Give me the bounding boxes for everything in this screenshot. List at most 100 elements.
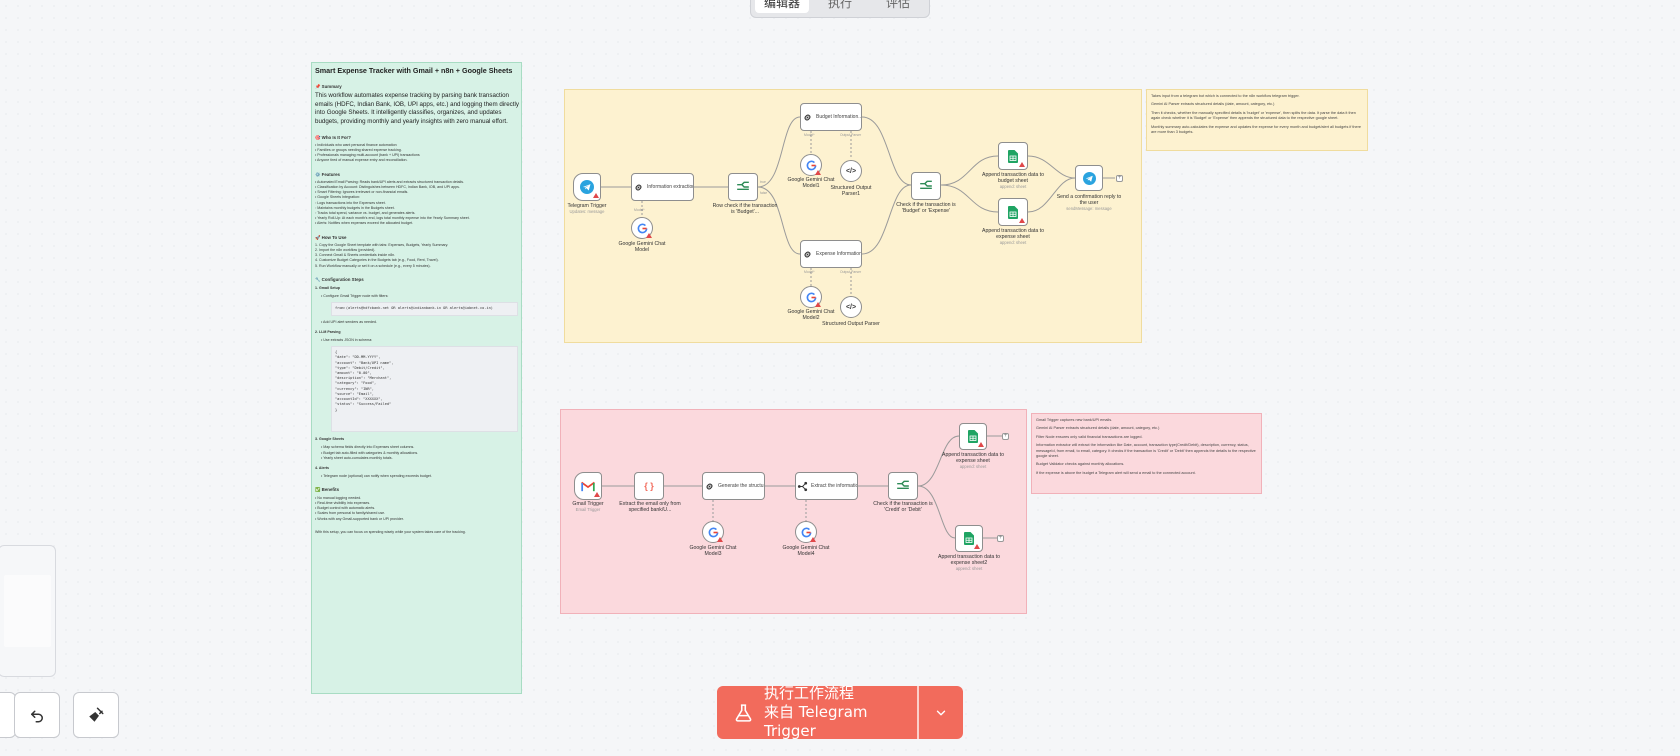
warning-icon bbox=[1019, 162, 1025, 167]
expense-information-node[interactable]: Expense Information... bbox=[800, 240, 862, 268]
gmail-flow-desc-note[interactable]: Gmail Trigger captures new bank/UPI emai… bbox=[1031, 413, 1262, 494]
feature-item: • Classification by Account: Distinguish… bbox=[315, 185, 460, 189]
tab-executions[interactable]: 执行 bbox=[827, 0, 852, 10]
warning-icon bbox=[593, 193, 599, 198]
extract-email-caption: Extract the email only from specified ba… bbox=[619, 501, 681, 514]
code-icon: { } bbox=[644, 481, 654, 491]
node-label: Information extraction fro... bbox=[647, 184, 693, 190]
node-sublabel: append: sheet bbox=[959, 464, 987, 470]
how-item: 2. Import the n8n workflow (provided). bbox=[315, 248, 376, 253]
telegram-flow-desc-note[interactable]: Takes input from a telegram bot which is… bbox=[1146, 89, 1368, 151]
benefit-item: • Works with any Gmail-supported bank or… bbox=[315, 516, 404, 521]
code-line: "date": "DD-MM-YYYY", bbox=[335, 355, 381, 360]
telegram-icon bbox=[1082, 171, 1096, 185]
who-heading: 🎯 Who Is It For? bbox=[315, 134, 351, 140]
summary-heading: 📌 Summary bbox=[315, 84, 342, 89]
config-gmail-item: • Configure Gmail Trigger node with filt… bbox=[321, 294, 389, 299]
undo-icon bbox=[31, 710, 43, 723]
switch-icon bbox=[737, 181, 749, 191]
add-node-button[interactable]: + bbox=[1116, 175, 1123, 182]
feature-item: • Smart Filtering: Ignores irrelevant or… bbox=[315, 190, 409, 195]
how-item: 5. Run Workflow manually or set it on a … bbox=[315, 263, 431, 268]
warning-icon bbox=[594, 492, 600, 497]
information-extraction-node[interactable]: Information extraction fro... bbox=[631, 173, 694, 201]
broom-icon bbox=[89, 707, 104, 722]
output-parser-node[interactable]: </> bbox=[840, 296, 862, 318]
run-options-dropdown[interactable] bbox=[919, 686, 963, 739]
code-line: "source": "Email", bbox=[335, 391, 374, 396]
node-label: Expense Information... bbox=[816, 251, 861, 257]
gmail-flow-desc: Gmail Trigger captures new bank/UPI emai… bbox=[1032, 414, 1261, 480]
note-line: Budget Validator checks against monthly … bbox=[1036, 462, 1125, 467]
who-item: • Individuals who want personal finance … bbox=[315, 142, 397, 147]
clear-execution-button[interactable] bbox=[73, 692, 119, 738]
generate-structured-node[interactable]: Generate the structured dat... bbox=[702, 472, 765, 500]
append-expense2-caption: Append transaction data to expense sheet… bbox=[934, 554, 1004, 573]
port-label: true bbox=[760, 180, 766, 184]
output-parser1-node[interactable]: </> bbox=[840, 160, 862, 182]
benefits-heading: ✅ Benefits bbox=[315, 487, 340, 493]
warning-icon bbox=[1019, 218, 1025, 223]
node-label: Append transaction data to expense sheet bbox=[981, 228, 1044, 241]
node-label: Telegram Trigger bbox=[567, 203, 607, 209]
conn-expense-to-send bbox=[1027, 177, 1076, 213]
config-llm-heading: 2. LLM Parsing bbox=[315, 329, 341, 334]
run-workflow-main[interactable]: 执行工作流程 来自 Telegram Trigger bbox=[717, 686, 917, 739]
note-line: Filter Node ensures only valid financial… bbox=[1036, 434, 1143, 439]
node-label: Append transaction data to expense sheet… bbox=[937, 554, 1000, 567]
code-line: "description": "Merchant", bbox=[335, 376, 392, 381]
gmail-flow-group-note[interactable] bbox=[560, 409, 1027, 614]
run-workflow-button[interactable]: 执行工作流程 来自 Telegram Trigger bbox=[717, 686, 963, 739]
budget-information-node[interactable]: Budget Information... bbox=[800, 103, 862, 131]
conn-check-to-append-budget bbox=[940, 155, 999, 186]
run-workflow-label: 执行工作流程 bbox=[764, 686, 855, 702]
code-line: } bbox=[335, 407, 338, 412]
google-g-icon bbox=[637, 223, 647, 233]
link-icon bbox=[801, 248, 813, 260]
llm-schema-code: { "date": "DD-MM-YYYY", "account": "Bank… bbox=[331, 346, 518, 433]
check-budget-expense-caption: Check if the transaction is 'Budget' or … bbox=[896, 202, 956, 215]
switch-icon bbox=[920, 180, 932, 190]
node-label: Append transaction data to expense sheet bbox=[941, 452, 1004, 465]
node-sublabel: append: sheet bbox=[999, 184, 1027, 190]
how-item: 3. Connect Gmail & Sheets credentials in… bbox=[315, 253, 396, 258]
node-label: Send a confirmation reply to the user bbox=[1056, 194, 1122, 207]
google-g-icon bbox=[801, 527, 811, 537]
code-icon: </> bbox=[845, 167, 857, 175]
row-check-switch-node[interactable] bbox=[728, 173, 758, 201]
conn-check-to-append-top bbox=[917, 435, 960, 487]
append-expense-top-caption: Append transaction data to expense sheet… bbox=[938, 452, 1008, 471]
check-budget-expense-node[interactable] bbox=[911, 172, 941, 200]
config-sheets-item: • Yearly sheet auto-cumulates monthly to… bbox=[321, 455, 393, 460]
code-line: { bbox=[335, 350, 338, 355]
node-sublabel: append: sheet bbox=[955, 566, 983, 572]
feature-item: • Automated Email Parsing: Reads bank/UP… bbox=[315, 179, 465, 184]
note-line: If the expense is above the budget a Tel… bbox=[1036, 470, 1196, 475]
who-item: • Anyone tired of manual expense entry a… bbox=[315, 158, 408, 163]
telegram-flow-desc: Takes input from a telegram bot which is… bbox=[1147, 90, 1367, 139]
summary-text: This workflow automates expense tracking… bbox=[315, 92, 519, 125]
feature-item: • Yearly Roll-Up: At each month's end, l… bbox=[315, 216, 470, 221]
check-credit-debit-node[interactable] bbox=[888, 472, 918, 500]
undo-button[interactable] bbox=[14, 692, 60, 738]
code-line: "category": "Food", bbox=[335, 381, 377, 386]
benefit-item: • No manual logging needed. bbox=[315, 495, 362, 500]
extract-information-node[interactable]: Extract the information an... bbox=[795, 472, 858, 500]
google-g-icon bbox=[806, 292, 816, 302]
add-node-button[interactable]: + bbox=[1002, 433, 1009, 440]
tab-evaluations[interactable]: 评估 bbox=[885, 0, 910, 10]
how-heading: 🚀 How To Use bbox=[315, 234, 347, 240]
warning-icon bbox=[974, 544, 980, 549]
extract-email-code-node[interactable]: { } bbox=[634, 472, 664, 500]
feature-item: ◦ Tracks total spend, variance vs. budge… bbox=[315, 211, 416, 216]
send-confirmation-node[interactable] bbox=[1075, 165, 1103, 191]
config-llm-item: • Use extracts JSON in schema: bbox=[321, 338, 373, 343]
tab-editor[interactable]: 编辑器 bbox=[755, 0, 809, 13]
benefit-item: • Scales from personal to family/shared … bbox=[315, 511, 386, 516]
add-node-button[interactable]: + bbox=[997, 535, 1004, 542]
note-line: Gemini AI Parser extracts structured det… bbox=[1151, 102, 1275, 107]
run-button-divider bbox=[917, 686, 919, 739]
gmail-icon bbox=[581, 481, 595, 491]
